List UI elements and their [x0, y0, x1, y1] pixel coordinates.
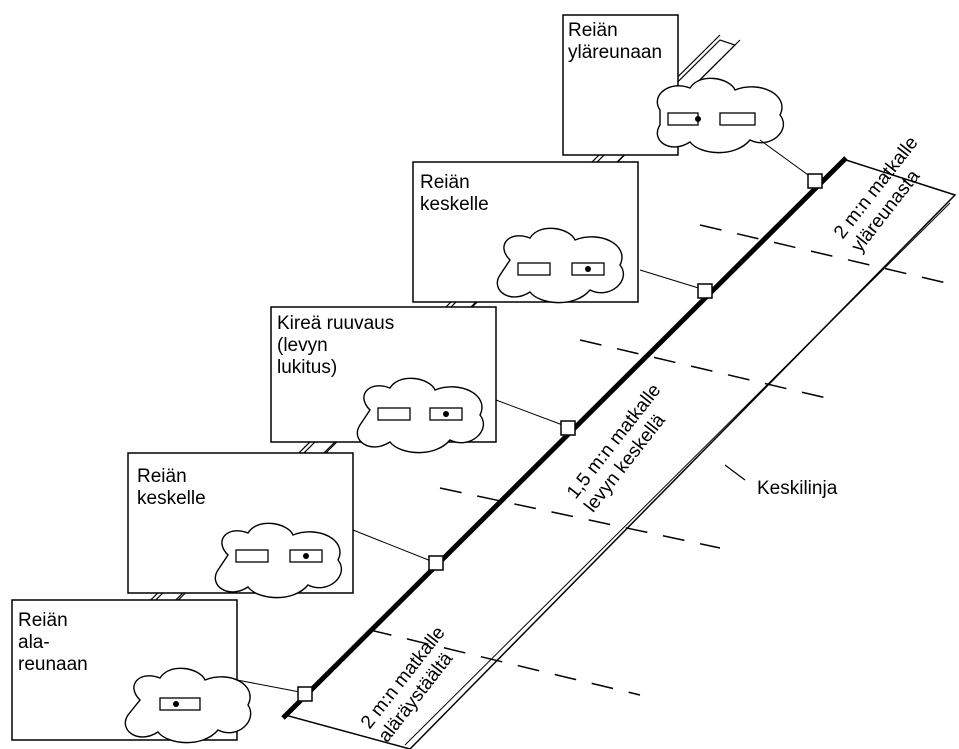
callout-label-top: Reiän yläreunaan [568, 20, 663, 63]
callout-label-upper: Reiän keskelle [420, 172, 489, 215]
centerline-leader [724, 464, 746, 481]
marker-lines [236, 139, 816, 694]
callout-label-bottom: Reiän ala- reunaan [18, 610, 88, 675]
sheet-edge-line [281, 156, 848, 720]
centerline-label: Keskilinja [757, 478, 838, 499]
screw-heads [173, 116, 701, 707]
callout-label-lower: Reiän keskelle [137, 466, 206, 509]
screw-position-markers [297, 173, 823, 702]
callout-label-middle: Kireä ruuvaus (levyn lukitus) [277, 313, 395, 378]
centerline-dashes [369, 224, 956, 696]
